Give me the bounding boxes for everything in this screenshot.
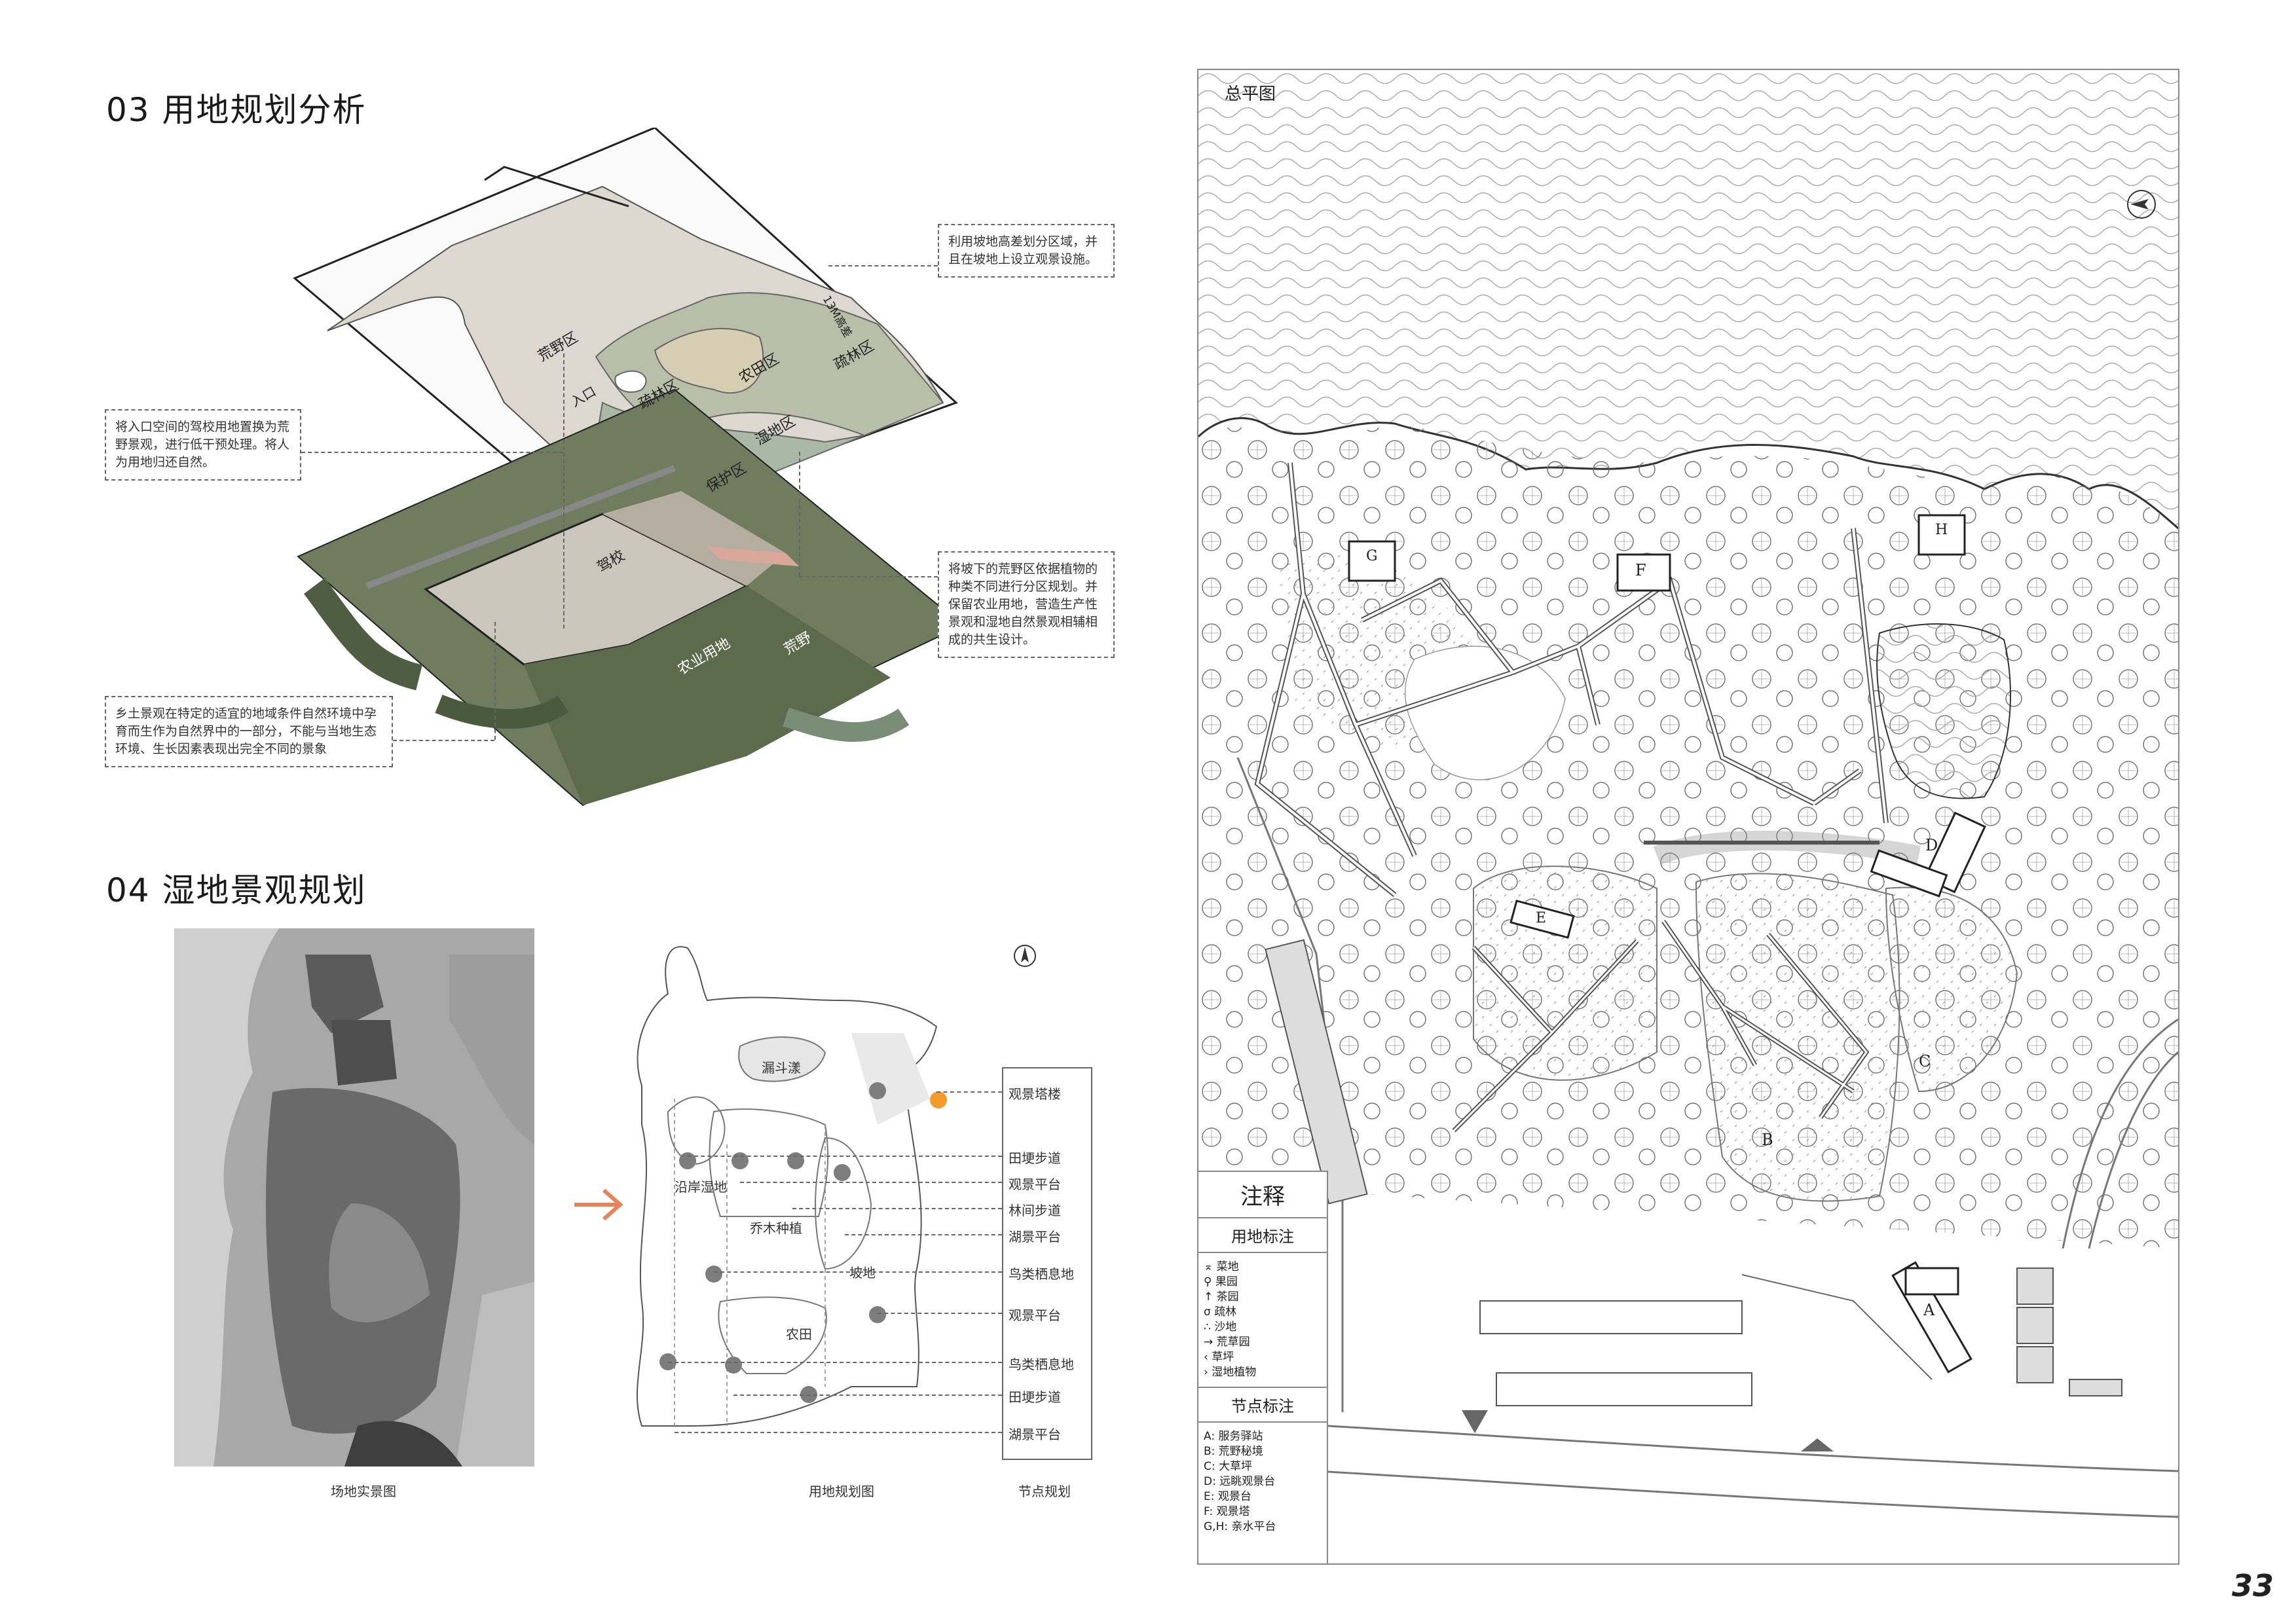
node-list-box [1002, 1067, 1092, 1460]
legend-item: ↑ 茶园 [1204, 1290, 1239, 1304]
legend-item: ‹ 草坪 [1204, 1351, 1234, 1364]
node-caption: 节点规划 [1018, 1484, 1071, 1499]
north-arrow-icon [1014, 945, 1036, 967]
node-item: 田埂步道 [1009, 1150, 1061, 1166]
master-plan-title: 总平图 [1225, 84, 1276, 104]
legend-item: A: 服务驿站 [1204, 1430, 1263, 1443]
legend-title: 注释 [1198, 1172, 1327, 1218]
north-arrow-icon [2127, 190, 2156, 219]
photo-caption: 场地实景图 [331, 1484, 396, 1499]
node-item: 林间步道 [1009, 1203, 1061, 1218]
node-legend-list: A: 服务驿站 B: 荒野秘境 C: 大草坪 D: 远眺观景台 E: 观景台 F… [1198, 1423, 1327, 1541]
arrow-icon [574, 1188, 623, 1221]
legend-item: G,H: 亲水平台 [1204, 1520, 1276, 1533]
plan-zone-label: 坡地 [849, 1265, 876, 1281]
node-item: 田埂步道 [1009, 1389, 1061, 1405]
section-03-title: 03 用地规划分析 [106, 91, 367, 129]
node-item: 湖景平台 [1009, 1229, 1061, 1245]
legend-item: ⌅ 菜地 [1204, 1260, 1239, 1273]
plan-caption: 用地规划图 [809, 1484, 874, 1499]
legend-item: F: 观景塔 [1204, 1505, 1250, 1518]
land-legend-list: ⌅ 菜地 ⚲ 果园 ↑ 茶园 σ 疏林 ∴ 沙地 → 荒草园 ‹ 草坪 › 湿地… [1198, 1253, 1327, 1387]
section-04-title: 04 湿地景观规划 [106, 871, 367, 909]
page-number: 33 [2232, 1568, 2274, 1603]
node-item: 观景塔楼 [1009, 1086, 1061, 1102]
node-item: 鸟类栖息地 [1009, 1357, 1074, 1372]
node-item: 湖景平台 [1009, 1427, 1061, 1442]
note-top-right: 利用坡地高差划分区域，并且在坡地上设立观景设施。 [938, 224, 1115, 278]
site-photo [174, 928, 534, 1467]
map-letter: H [1935, 522, 1948, 538]
master-plan-drawing [1198, 70, 2178, 1563]
map-letter: A [1923, 1301, 1935, 1319]
map-letter: E [1536, 910, 1547, 926]
legend-panel: 注释 用地标注 ⌅ 菜地 ⚲ 果园 ↑ 茶园 σ 疏林 ∴ 沙地 → 荒草园 ‹… [1198, 1171, 1328, 1563]
plan-zone-label: 乔木种植 [750, 1220, 802, 1236]
node-item: 观景平台 [1009, 1307, 1061, 1323]
plan-zone-label: 沿岸湿地 [675, 1179, 727, 1195]
land-use-plan [636, 946, 947, 1427]
plan-zone-label: 漏斗漾 [762, 1060, 801, 1076]
legend-item: › 湿地植物 [1204, 1366, 1257, 1379]
legend-item: → 荒草园 [1204, 1336, 1250, 1349]
map-letter: G [1366, 548, 1378, 564]
map-letter: F [1635, 561, 1646, 579]
map-letter: B [1762, 1131, 1773, 1149]
map-letter: D [1925, 836, 1938, 854]
note-mid-right: 将坡下的荒野区依据植物的种类不同进行分区规划。并保留农业用地，营造生产性景观和湿… [938, 551, 1115, 658]
note-bottom-left: 乡土景观在特定的适宜的地域条件自然环境中孕育而生作为自然界中的一部分，不能与当地… [105, 696, 393, 767]
master-plan-frame: A B C D E F G H 总平图 注释 用地标注 ⌅ 菜地 ⚲ 果园 ↑ … [1197, 69, 2179, 1565]
isometric-site-diagram [293, 128, 964, 807]
node-legend-title: 节点标注 [1198, 1387, 1327, 1423]
note-left: 将入口空间的驾校用地置换为荒野景观，进行低干预处理。将人为用地归还自然。 [105, 409, 301, 481]
node-item: 观景平台 [1009, 1176, 1061, 1192]
legend-item: C: 大草坪 [1204, 1460, 1253, 1473]
legend-item: ⚲ 果园 [1204, 1275, 1238, 1288]
legend-item: D: 远眺观景台 [1204, 1475, 1276, 1488]
map-letter: C [1919, 1052, 1931, 1070]
legend-item: B: 荒野秘境 [1204, 1445, 1263, 1458]
legend-item: E: 观景台 [1204, 1490, 1251, 1503]
legend-item: σ 疏林 [1204, 1305, 1237, 1319]
land-legend-title: 用地标注 [1198, 1218, 1327, 1253]
legend-item: ∴ 沙地 [1204, 1321, 1237, 1334]
node-item: 鸟类栖息地 [1009, 1266, 1074, 1282]
plan-zone-label: 农田 [786, 1326, 812, 1342]
